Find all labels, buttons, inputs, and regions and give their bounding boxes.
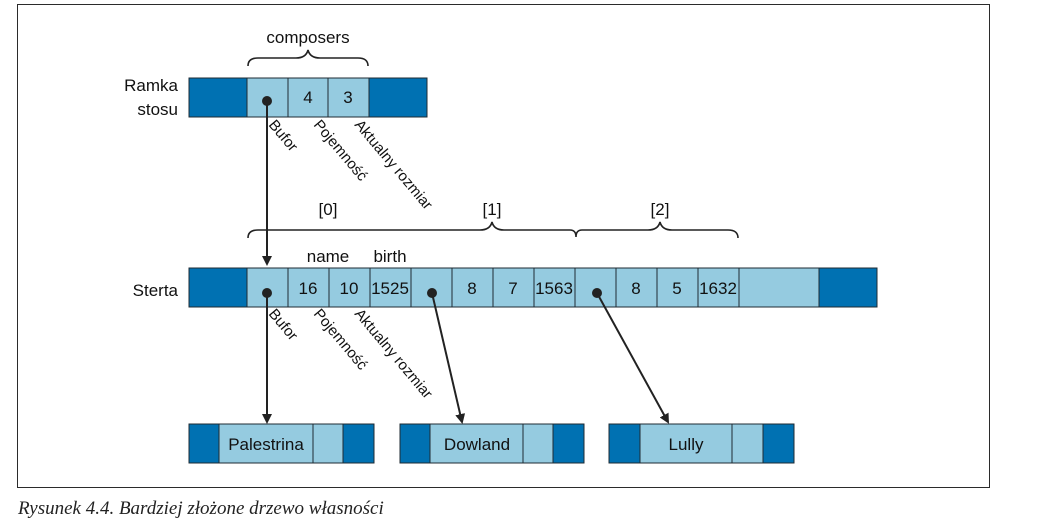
heap: Sterta [0] [1] [2] name birth 16 10 1525… [133,200,878,402]
heap-right-segment [818,267,878,308]
heap-name-header: name [307,247,350,266]
string-lully-text: Lully [669,435,704,454]
heap-cell [574,267,617,308]
string-palestrina: Palestrina [188,423,375,464]
composers-brace [247,49,369,67]
heap-cell [328,267,371,308]
stack-left-segment [188,77,248,118]
heap-index-0: [0] [319,200,338,219]
stack-capacity-value: 4 [303,88,312,107]
heap-label: Sterta [133,281,179,300]
heap-cell [615,267,658,308]
string-palestrina-text: Palestrina [228,435,304,454]
stack-field-buffer: Bufor [265,117,301,155]
string-right-segment [552,423,585,464]
heap-birth-header: birth [373,247,406,266]
string-spare-cell [312,423,344,464]
heap-value: 10 [340,279,359,298]
heap-value: 1632 [699,279,737,298]
heap-value: 5 [672,279,681,298]
heap-field-buffer: Bufor [265,306,301,344]
diagram-frame [17,4,990,488]
heap-value: 1563 [535,279,573,298]
stack-frame: Ramka stosu composers 4 3 Bufor Pojemnoś… [124,28,436,213]
heap-value: 1525 [371,279,409,298]
heap-index-1: [1] [483,200,502,219]
figure-caption: Rysunek 4.4. Bardziej złożone drzewo wła… [18,498,384,519]
heap-cell [492,267,535,308]
string-lully: Lully [608,423,795,464]
string-left-segment [188,423,220,464]
string-text-cell [218,423,314,464]
heap-value: 8 [467,279,476,298]
stack-label-line1: Ramka [124,76,178,95]
string-right-segment [342,423,375,464]
heap-cell [369,267,412,308]
composers-label: composers [266,28,349,47]
heap-cell-unused [738,267,820,308]
stack-right-segment [368,77,428,118]
string-dowland: Dowland [399,423,585,464]
stack-length-value: 3 [343,88,352,107]
string-left-segment [399,423,431,464]
heap-value: 7 [508,279,517,298]
string-text-cell [429,423,524,464]
string-left-segment [608,423,641,464]
heap-cell [533,267,576,308]
string-right-segment [762,423,795,464]
heap-to-lully-arrow [596,292,669,424]
heap-to-dowland-arrow [431,292,466,424]
string-dowland-text: Dowland [444,435,510,454]
heap-value: 16 [299,279,318,298]
heap-cell [287,267,330,308]
heap-cell [410,267,453,308]
string-spare-cell [522,423,554,464]
heap-left-segment [188,267,248,308]
stack-label-line2: stosu [137,100,178,119]
stack-cell-capacity [287,77,329,118]
heap-brace [247,221,739,239]
heap-index-2: [2] [651,200,670,219]
string-spare-cell [731,423,764,464]
heap-cell [697,267,740,308]
heap-value: 8 [631,279,640,298]
